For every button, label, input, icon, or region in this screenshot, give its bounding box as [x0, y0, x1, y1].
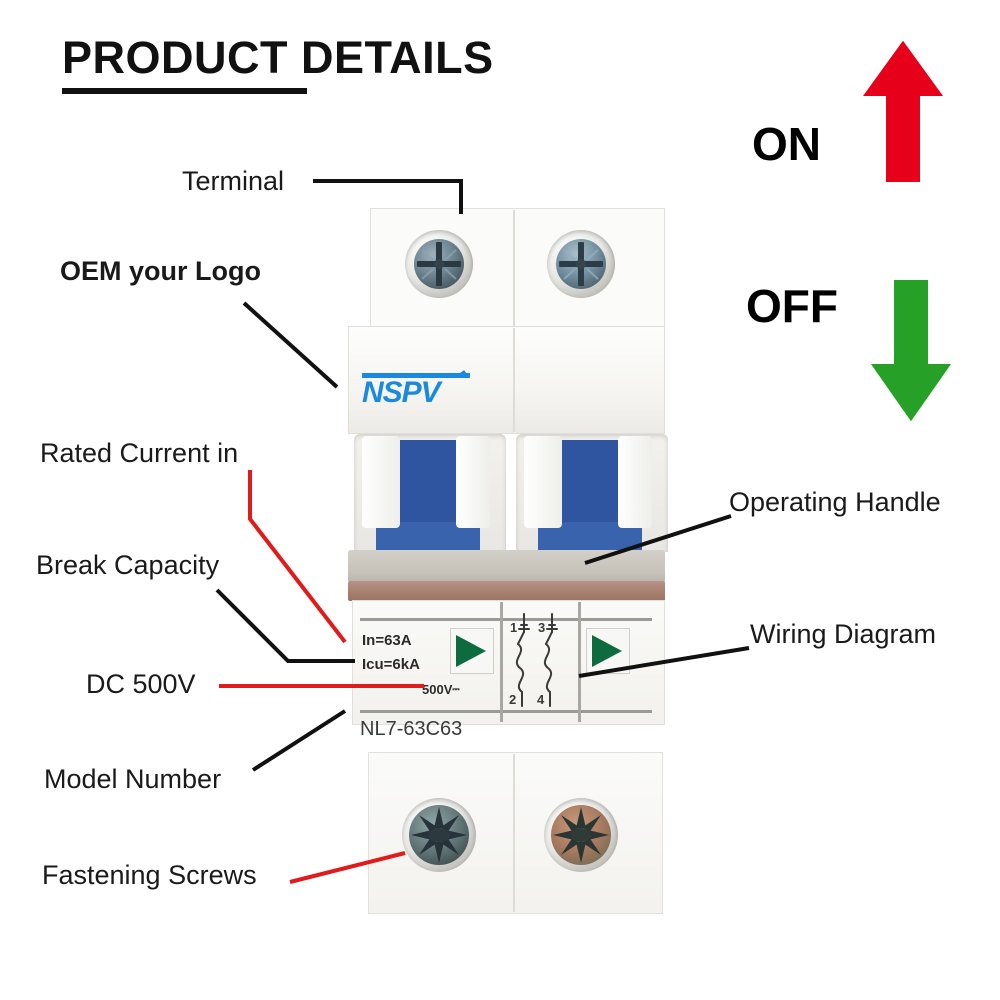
callout-label-terminal: Terminal [182, 166, 285, 196]
fastening-screw-well-bottom-left[interactable] [402, 798, 476, 872]
on-off-indicator-pole-2 [592, 635, 622, 667]
title-underline [62, 88, 307, 94]
wiring-terminal-3: 3 [538, 620, 545, 635]
model-number-value: NL7-63C63 [360, 718, 463, 740]
leader-model-number [251, 709, 347, 772]
pole-divider-bottom [513, 754, 515, 912]
terminal-screw-well-top-right [547, 230, 615, 298]
handle-cross-bar[interactable] [348, 550, 665, 583]
arrow-up-icon [859, 37, 947, 184]
rated-current-value: In=63A [362, 632, 412, 649]
leader-oem-logo [242, 301, 339, 389]
pole-divider-top [513, 210, 515, 328]
screw-head-top-left [413, 238, 465, 290]
callout-label-fastening-screws: Fastening Screws [42, 860, 257, 890]
callout-label-operating-handle: Operating Handle [729, 487, 941, 517]
state-label-on: ON [752, 118, 821, 170]
circuit-breaker-product-image: NSPV In=63A Icu=6kA 500V⎓ [340, 200, 680, 920]
leader-break-capacity [215, 588, 355, 663]
wiring-terminal-1: 1 [510, 620, 517, 635]
pozidriv-screw-icon [551, 805, 611, 865]
callout-label-model-number: Model Number [44, 764, 222, 794]
callout-label-oem-logo: OEM your Logo [60, 256, 261, 286]
arrow-down-icon [867, 278, 955, 425]
breaking-capacity-value: Icu=6kA [362, 656, 420, 673]
state-label-off: OFF [746, 280, 838, 332]
callout-label-wiring-diagram: Wiring Diagram [750, 619, 937, 649]
callout-label-break-capacity: Break Capacity [36, 550, 220, 580]
handle-side-lip-1b [456, 436, 490, 528]
pole-divider-mid [513, 328, 515, 432]
breaker-front-body [348, 326, 665, 434]
wiring-terminal-2: 2 [509, 692, 516, 707]
fastening-screw-well-bottom-right[interactable] [544, 798, 618, 872]
wiring-diagram-symbol: 1 3 2 4 [509, 613, 558, 707]
handle-side-lip-2b [618, 436, 652, 528]
pozidriv-screw-icon [556, 239, 606, 289]
screw-head-top-right [555, 238, 607, 290]
callout-label-dc-500v: DC 500V [86, 669, 196, 699]
wiring-terminal-4: 4 [537, 692, 545, 707]
spec-face-divider-left [500, 602, 503, 722]
spec-face-top-rule [360, 618, 652, 621]
callout-label-rated-current: Rated Current in [40, 438, 239, 468]
leader-rated-current [248, 470, 347, 644]
spec-face-bottom-rule [360, 710, 652, 713]
brand-logo-text: NSPV [362, 376, 441, 409]
spec-face-divider-right [578, 602, 581, 722]
terminal-screw-well-top-left [405, 230, 473, 298]
page-title: PRODUCT DETAILS [62, 32, 494, 83]
handle-side-lip-2a [524, 436, 562, 528]
operating-handle-pole-1[interactable] [400, 440, 456, 525]
screw-head-bottom-left [408, 804, 470, 866]
pozidriv-screw-icon [414, 239, 464, 289]
screw-head-bottom-right [550, 804, 612, 866]
handle-side-lip-1a [362, 436, 400, 528]
on-off-indicator-pole-1 [456, 635, 486, 667]
operating-handle-pole-2[interactable] [562, 440, 618, 525]
voltage-number: 500V [422, 682, 453, 697]
handle-cross-bar-shadow [348, 581, 665, 601]
pozidriv-screw-icon [409, 805, 469, 865]
dc-symbol-icon: ⎓ [452, 684, 460, 694]
brand-logo-bar [362, 373, 470, 378]
voltage-value: 500V⎓ [422, 682, 460, 697]
